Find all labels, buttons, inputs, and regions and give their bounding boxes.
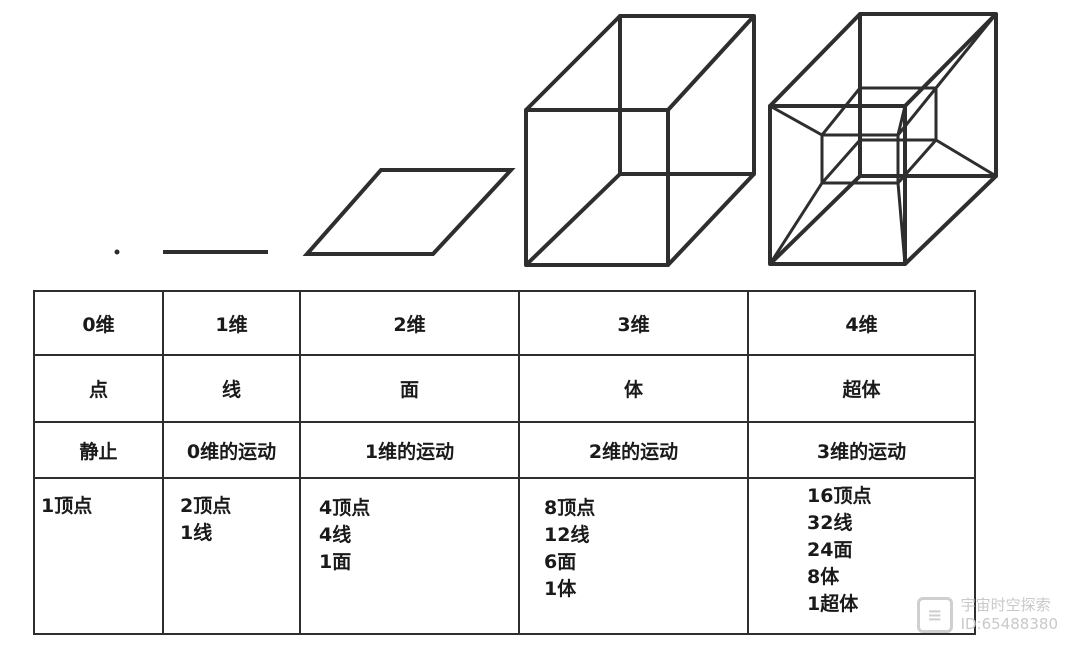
count-item: 24面 [807, 539, 853, 561]
dimension-table: 0维 1维 2维 3维 4维 点 线 面 体 超体 静止 0维的运动 1维的运动… [33, 290, 976, 635]
count-item: 1线 [180, 522, 213, 544]
point-shape [114, 249, 120, 255]
motion-3: 2维的运动 [518, 421, 749, 479]
dimension-illustrations [114, 12, 998, 267]
dimension-header-row: 0维 1维 2维 3维 4维 [33, 290, 976, 356]
watermark-id: ID:65488380 [960, 615, 1058, 633]
count-item: 4线 [319, 524, 352, 546]
dim-label-3: 3维 [518, 290, 749, 356]
motion-2: 1维的运动 [299, 421, 520, 479]
count-item: 12线 [544, 524, 590, 546]
watermark-text: 宇宙时空探索 [960, 596, 1051, 614]
shape-name-4: 超体 [747, 354, 976, 423]
element-count-row: 1顶点 2顶点 1线 4顶点 4线 1面 8顶点 12线 6面 1体 [33, 477, 976, 635]
shape-name-0: 点 [33, 354, 164, 423]
count-item: 1超体 [807, 593, 859, 615]
count-item: 8顶点 [544, 497, 596, 519]
dim-label-4: 4维 [747, 290, 976, 356]
watermark-text-block: 宇宙时空探索 ID:65488380 [961, 596, 1058, 634]
dim-label-0: 0维 [33, 290, 164, 356]
watermark-logo-icon: ≡ [916, 597, 953, 633]
motion-4: 3维的运动 [747, 421, 976, 479]
count-item: 1面 [319, 551, 352, 573]
count-item: 1顶点 [41, 495, 93, 517]
motion-1: 0维的运动 [162, 421, 301, 479]
count-item: 2顶点 [180, 495, 232, 517]
counts-cell-0: 1顶点 [33, 477, 164, 635]
counts-cell-3: 8顶点 12线 6面 1体 [518, 477, 749, 635]
count-item: 1体 [544, 578, 577, 600]
shape-name-3: 体 [518, 354, 749, 423]
square-shape [302, 168, 516, 256]
watermark: ≡ 宇宙时空探索 ID:65488380 [916, 596, 1058, 634]
shape-name-row: 点 线 面 体 超体 [33, 354, 976, 423]
shape-name-2: 面 [299, 354, 520, 423]
count-item: 32线 [807, 512, 853, 534]
tesseract-shape [768, 12, 998, 266]
counts-cell-1: 2顶点 1线 [162, 477, 301, 635]
count-item: 16顶点 [807, 485, 872, 507]
dim-label-1: 1维 [162, 290, 301, 356]
shape-name-1: 线 [162, 354, 301, 423]
count-item: 6面 [544, 551, 577, 573]
motion-row: 静止 0维的运动 1维的运动 2维的运动 3维的运动 [33, 421, 976, 479]
motion-0: 静止 [33, 421, 164, 479]
counts-cell-2: 4顶点 4线 1面 [299, 477, 520, 635]
count-item: 4顶点 [319, 497, 371, 519]
cube-shape [524, 14, 756, 267]
count-item: 8体 [807, 566, 840, 588]
dim-label-2: 2维 [299, 290, 520, 356]
counts-cell-4: 16顶点 32线 24面 8体 1超体 [747, 477, 976, 635]
